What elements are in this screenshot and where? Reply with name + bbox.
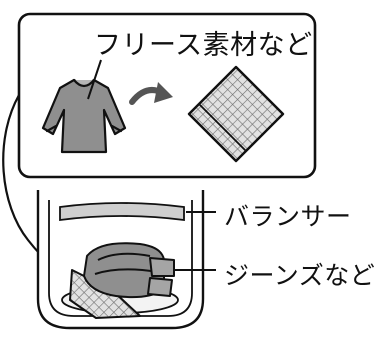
balancer-ring bbox=[59, 202, 185, 222]
jeans-label: ジーンズなど bbox=[224, 261, 376, 290]
fleece-label: フリース素材など bbox=[94, 30, 313, 61]
laundry-net-icon bbox=[187, 65, 285, 163]
shirt-leader-line bbox=[87, 59, 102, 100]
curved-arrow-icon bbox=[129, 82, 173, 105]
balancer-label: バランサー bbox=[224, 202, 352, 231]
jeans-garment bbox=[83, 242, 175, 299]
